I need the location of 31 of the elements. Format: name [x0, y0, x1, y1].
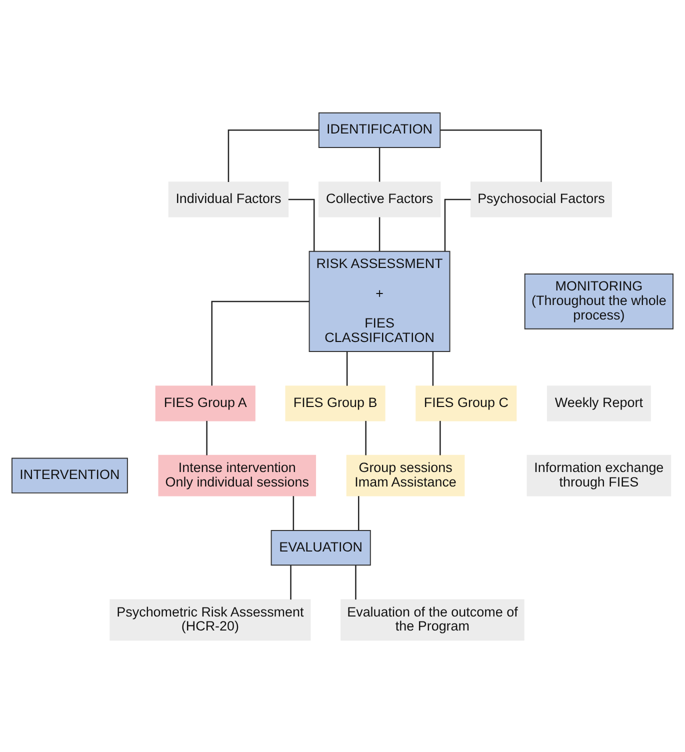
connector	[346, 351, 348, 386]
connector	[355, 564, 356, 600]
node-box: Evaluation of the outcome of the Program	[340, 598, 524, 640]
connector	[440, 129, 542, 182]
node-box: Individual Factors	[168, 181, 289, 217]
node-box: Psychosocial Factors	[470, 181, 612, 217]
node-box: MONITORING (Throughout the whole process)	[524, 273, 674, 329]
connector	[378, 216, 380, 251]
node-box: Psychometric Risk Assessment (HCR-20)	[110, 598, 311, 640]
connector	[432, 351, 434, 386]
connector	[228, 129, 319, 182]
node-box: FIES Group B	[285, 385, 386, 421]
node-box: Group sessions Imam Assistance	[346, 454, 465, 496]
node-box: RISK ASSESSMENT + FIES CLASSIFICATION	[308, 250, 450, 352]
node-box: FIES Group C	[416, 385, 517, 421]
node-box: Intense intervention Only individual sessions	[158, 454, 316, 496]
node-box: EVALUATION	[270, 529, 371, 566]
node-box: Collective Factors	[318, 181, 441, 217]
node-box: IDENTIFICATION	[318, 112, 441, 148]
node-box: FIES Group A	[155, 385, 256, 421]
connector	[290, 564, 292, 600]
connector	[288, 198, 315, 251]
connector	[292, 496, 294, 530]
connector	[440, 420, 441, 455]
connector	[365, 420, 366, 455]
connector	[358, 496, 360, 530]
connector	[444, 198, 471, 251]
connector	[378, 147, 380, 182]
node-box: INTERVENTION	[12, 457, 128, 493]
connector	[211, 300, 310, 386]
connector	[206, 420, 208, 455]
